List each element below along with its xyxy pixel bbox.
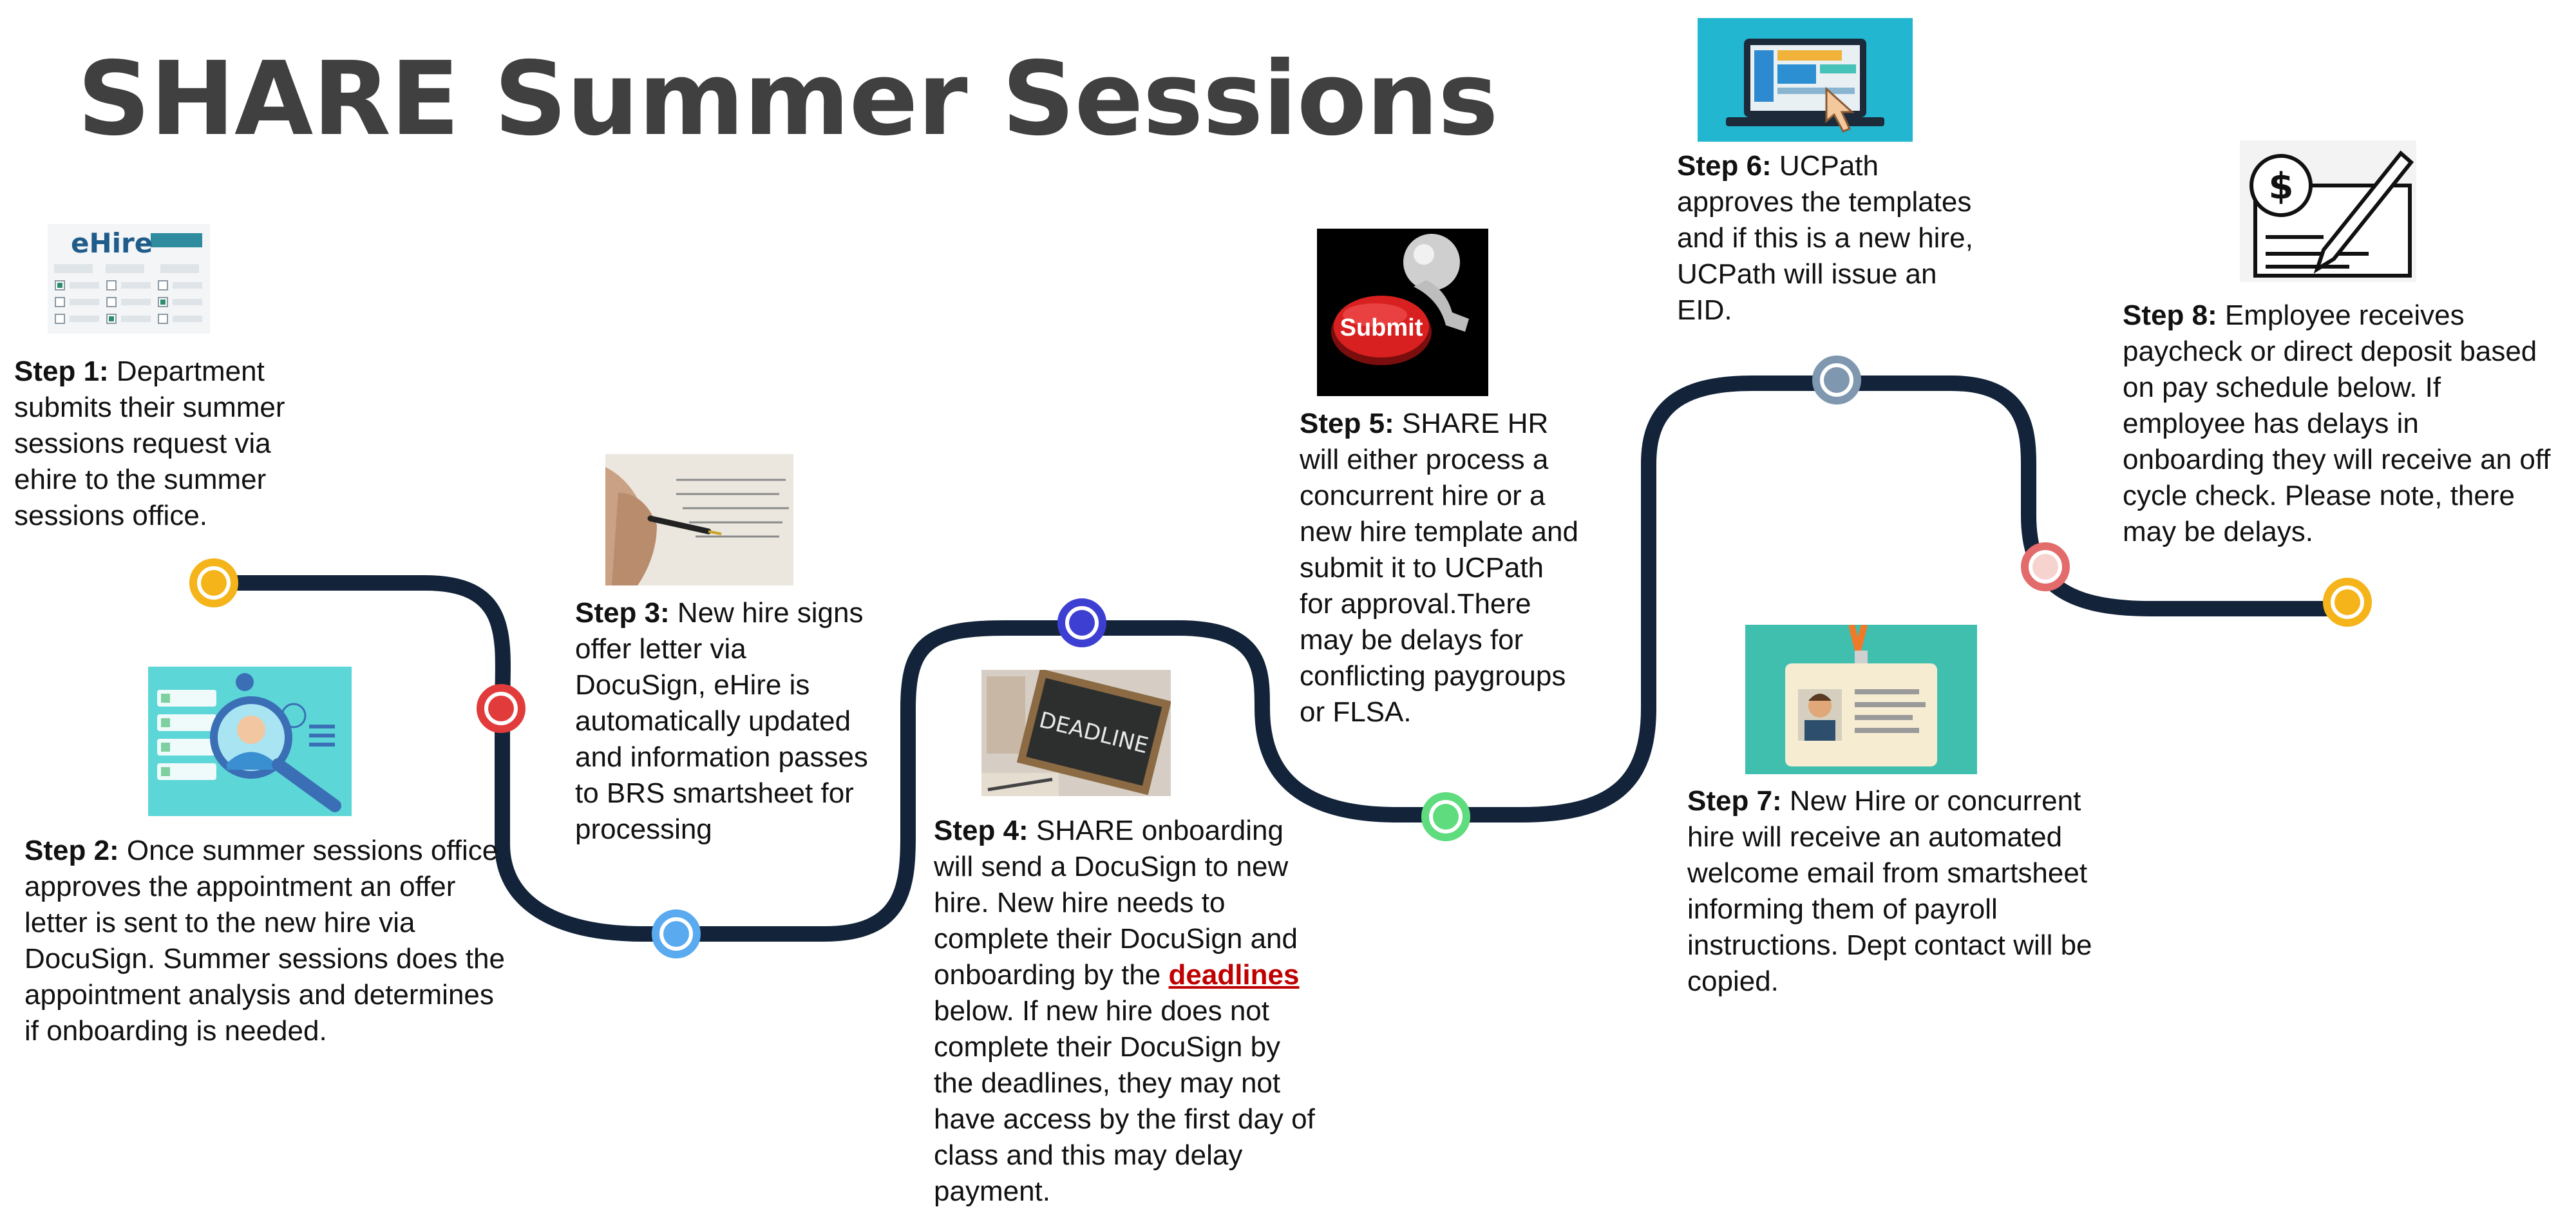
step-1-description: Department submits their summer sessions… [14, 356, 285, 531]
svg-text:$: $ [2269, 166, 2294, 207]
milestone-dot-3 [652, 909, 701, 958]
milestone-dot-4 [1057, 598, 1106, 647]
timeline-path [205, 376, 2358, 942]
step-3-text: Step 3: New hire signs offer letter via … [575, 595, 878, 848]
milestone-dot-7 [2021, 542, 2070, 591]
candidate-search-image [148, 667, 352, 816]
milestone-dot-2 [477, 684, 526, 733]
milestone-dot-8 [2323, 578, 2372, 627]
step-3-label: Step 3: [575, 597, 670, 629]
milestone-dot-1 [189, 558, 238, 607]
page-title: SHARE Summer Sessions [77, 40, 1499, 158]
step-6-text: Step 6: UCPath approves the templates an… [1677, 148, 1999, 328]
laptop-click-image [1698, 18, 1913, 142]
step-7-label: Step 7: [1687, 785, 1782, 817]
step-5-label: Step 5: [1300, 408, 1394, 439]
submit-label: Submit [1340, 314, 1423, 341]
step-7-text: Step 7: New Hire or concurrent hire will… [1687, 783, 2106, 1000]
step-8-text: Step 8: Employee receives paycheck or di… [2123, 298, 2567, 550]
deadlines-link[interactable]: deadlines [1168, 959, 1300, 991]
step-6-label: Step 6: [1677, 150, 1772, 182]
step-1-text: Step 1: Department submits their summer … [14, 354, 317, 534]
step-1-label: Step 1: [14, 356, 109, 387]
milestone-dot-5 [1421, 792, 1470, 841]
step-4-text: Step 4: SHARE onboarding will send a Doc… [934, 813, 1320, 1210]
step-5-description: SHARE HR will either process a concurren… [1300, 408, 1578, 728]
step-4-label: Step 4: [934, 815, 1028, 846]
step-2-text: Step 2: Once summer sessions office appr… [24, 833, 514, 1049]
step-2-label: Step 2: [24, 835, 119, 866]
signing-letter-image [605, 454, 793, 585]
step-7-description: New Hire or concurrent hire will receive… [1687, 785, 2092, 997]
milestone-dot-6 [1812, 356, 1861, 404]
deadline-chalkboard-image: DEADLINE [981, 670, 1171, 796]
id-badge-image [1745, 625, 1977, 774]
paycheck-image: $ [2240, 140, 2416, 282]
step-4-description-start: SHARE onboarding will send a DocuSign to… [934, 815, 1298, 991]
ehire-logo: eHire [71, 227, 153, 259]
step-5-text: Step 5: SHARE HR will either process a c… [1300, 406, 1583, 730]
step-2-description: Once summer sessions office approves the… [24, 835, 505, 1047]
step-6-description: UCPath approves the templates and if thi… [1677, 150, 1973, 326]
step-8-label: Step 8: [2123, 300, 2217, 331]
submit-button-image: Submit [1317, 229, 1488, 396]
ehire-form-image: eHire [48, 224, 210, 334]
step-8-description: Employee receives paycheck or direct dep… [2123, 300, 2551, 547]
step-3-description: New hire signs offer letter via DocuSign… [575, 597, 868, 845]
step-4-description-end: below. If new hire does not complete the… [934, 995, 1315, 1207]
